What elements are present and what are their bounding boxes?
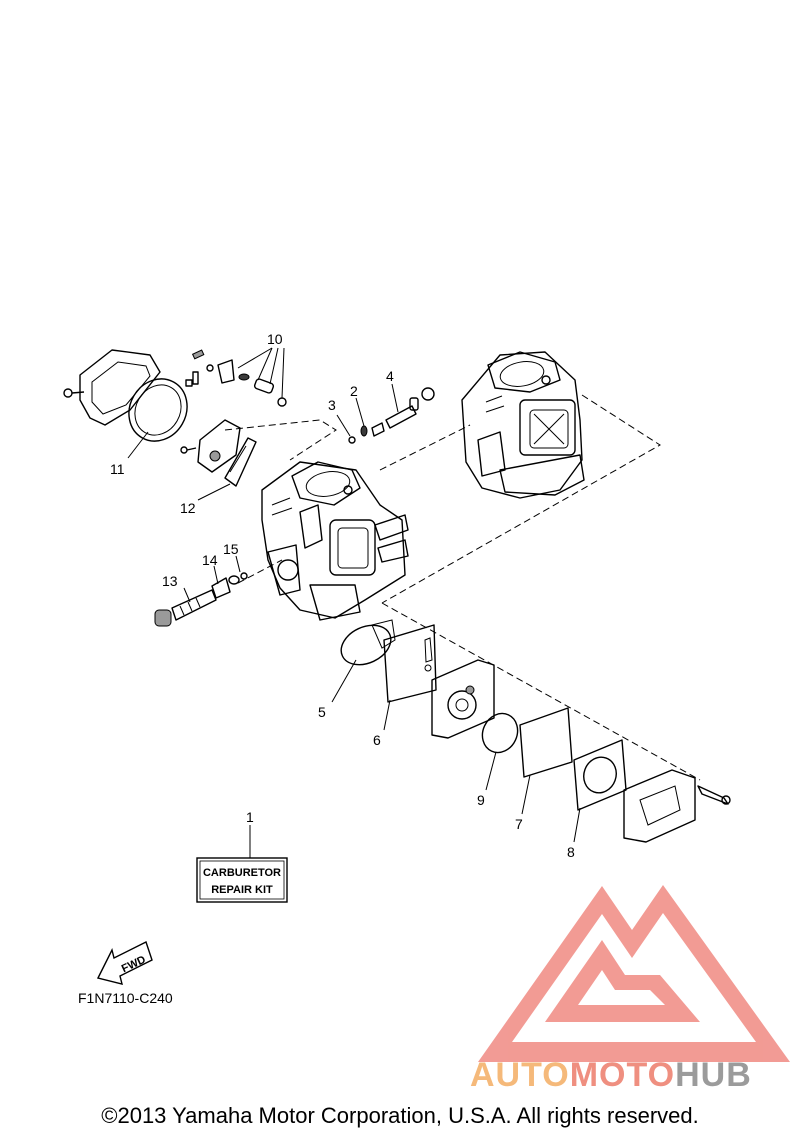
kit-label-line-1: CARBURETOR <box>203 867 281 879</box>
part-12-pump-body <box>180 419 257 487</box>
callout-11: 11 <box>110 461 125 477</box>
watermark-logo <box>478 885 790 1062</box>
svg-text:AUTOMOTOHUB: AUTOMOTOHUB <box>470 1056 752 1094</box>
callout-1: 1 <box>246 809 254 825</box>
leader-lines <box>127 347 581 858</box>
callout-14: 14 <box>202 552 218 568</box>
watermark-text: AUTOMOTOHUB <box>470 1056 752 1094</box>
dashed-leaders <box>224 394 701 781</box>
watermark-hub: HUB <box>675 1056 752 1094</box>
callout-6: 6 <box>373 732 381 748</box>
part-13-14-15-adjuster <box>154 572 248 627</box>
callout-3: 3 <box>328 397 336 413</box>
repair-kit-box: CARBURETOR REPAIR KIT <box>196 857 288 903</box>
watermark-moto: MOTO <box>570 1056 675 1094</box>
part-10-small-parts <box>185 349 287 407</box>
callout-2: 2 <box>350 383 358 399</box>
callout-7: 7 <box>515 816 523 832</box>
callout-numbers: 1 2 3 4 5 6 7 8 9 10 11 12 13 14 15 <box>110 331 575 860</box>
callout-5: 5 <box>318 704 326 720</box>
callout-9: 9 <box>477 792 485 808</box>
part-9-o-ring <box>481 712 519 754</box>
callout-15: 15 <box>223 541 239 557</box>
callout-12: 12 <box>180 500 196 516</box>
callout-10: 10 <box>267 331 283 347</box>
kit-label-line-2: REPAIR KIT <box>211 884 273 896</box>
part-5-gasket-ring <box>340 619 396 666</box>
part-6-plate <box>383 624 437 703</box>
watermark-auto: AUTO <box>470 1056 570 1094</box>
diagram-code: F1N7110-C240 <box>78 990 173 1006</box>
part-7-plate <box>519 707 573 778</box>
part-11-pump-cover <box>63 349 188 442</box>
copyright-notice: ©2013 Yamaha Motor Corporation, U.S.A. A… <box>101 1103 699 1128</box>
fwd-arrow-icon: FWD <box>96 941 153 985</box>
part-8-gasket <box>573 739 627 811</box>
carburetor-front <box>261 461 409 621</box>
callout-4: 4 <box>386 368 394 384</box>
callout-8: 8 <box>567 844 575 860</box>
callout-13: 13 <box>162 573 178 589</box>
part-pump-end-cover <box>623 769 731 843</box>
part-pump-housing <box>431 659 495 739</box>
carburetor-rear <box>461 351 585 499</box>
part-2-3-4-screws <box>348 387 435 444</box>
